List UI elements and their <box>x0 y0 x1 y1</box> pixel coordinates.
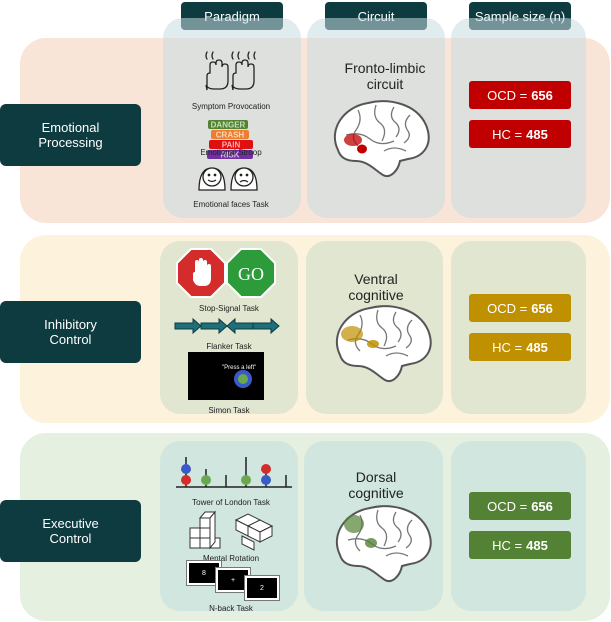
task-tower-of-london: Tower of London Task <box>192 498 270 507</box>
stroop-word-4: RISK <box>220 151 239 160</box>
executive-ocd-badge: OCD =656 <box>469 492 571 520</box>
nback-screen-2: + <box>216 568 250 592</box>
inhibitory-sample-panel <box>451 241 586 414</box>
task-flanker: Flanker Task <box>206 342 252 351</box>
stroop-word-2: CRASH <box>216 131 245 140</box>
stop-hand-sign-icon <box>176 248 226 298</box>
cubes-icon <box>189 510 274 551</box>
stroop-word-3: PAIN <box>222 141 241 150</box>
tower-of-london-icon <box>176 457 292 488</box>
go-sign-icon: GO <box>226 248 276 298</box>
inhibitory-ocd-badge: OCD =656 <box>469 294 571 322</box>
emotional-ocd-badge: OCD =656 <box>469 81 571 109</box>
brain-icon <box>335 505 432 582</box>
flanker-arrows-icon <box>174 317 280 335</box>
brain-icon <box>333 100 430 177</box>
simon-instruction-text: "Press a left" <box>222 365 257 371</box>
brain-icon <box>335 305 432 382</box>
emotional-hc-badge: HC =485 <box>469 120 571 148</box>
faces-icon <box>198 167 258 191</box>
task-symptom-provocation: Symptom Provocation <box>191 102 271 111</box>
executive-hc-badge: HC =485 <box>469 531 571 559</box>
nback-screen-1: 8 <box>187 561 221 585</box>
task-simon: Simon Task <box>208 406 250 415</box>
task-emotional-faces: Emotional faces Task <box>193 200 269 209</box>
emotional-sample-panel <box>451 18 586 218</box>
task-emotional-stroop: Emotional Stroop <box>200 148 262 157</box>
simon-inner-circle <box>238 374 248 384</box>
emotional-stroop-icon: DANGER CRASH PAIN RISK <box>207 120 253 160</box>
raised-hands-icon <box>205 51 256 91</box>
simon-task-screen: "Press a left" <box>188 352 264 400</box>
task-n-back: N-back Task <box>209 604 253 613</box>
stroop-word-1: DANGER <box>211 121 246 130</box>
executive-sample-panel <box>451 441 586 611</box>
inhibitory-hc-badge: HC =485 <box>469 333 571 361</box>
nback-screen-3: 2 <box>245 576 279 600</box>
task-stop-signal: Stop-Signal Task <box>199 304 259 313</box>
go-sign-text: GO <box>238 264 264 284</box>
task-mental-rotation: Mental Rotation <box>202 554 260 563</box>
